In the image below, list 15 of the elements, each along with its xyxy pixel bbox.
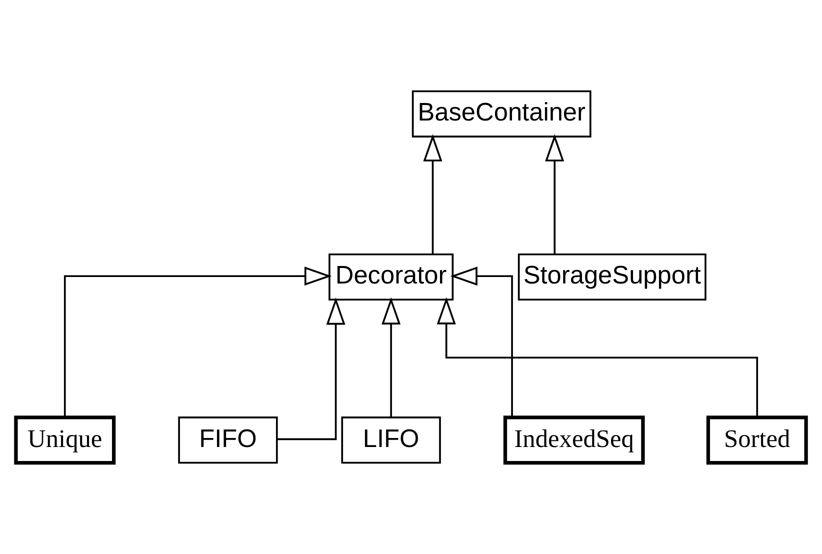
node-box: LIFO (341, 416, 441, 464)
node-box: StorageSupport (518, 253, 706, 301)
arrow (382, 297, 401, 418)
node-box: FIFO (178, 416, 278, 464)
arrow (277, 298, 346, 440)
node-box: Sorted (706, 416, 808, 465)
node-box: IndexedSeq (503, 416, 645, 465)
node-box: Decorator (328, 253, 454, 301)
arrow (423, 134, 442, 254)
node-box: BaseContainer (412, 90, 592, 138)
node-box: Unique (14, 416, 116, 465)
arrow (450, 266, 513, 418)
arrow (64, 266, 332, 418)
arrow (436, 297, 758, 417)
arrow (545, 134, 564, 254)
